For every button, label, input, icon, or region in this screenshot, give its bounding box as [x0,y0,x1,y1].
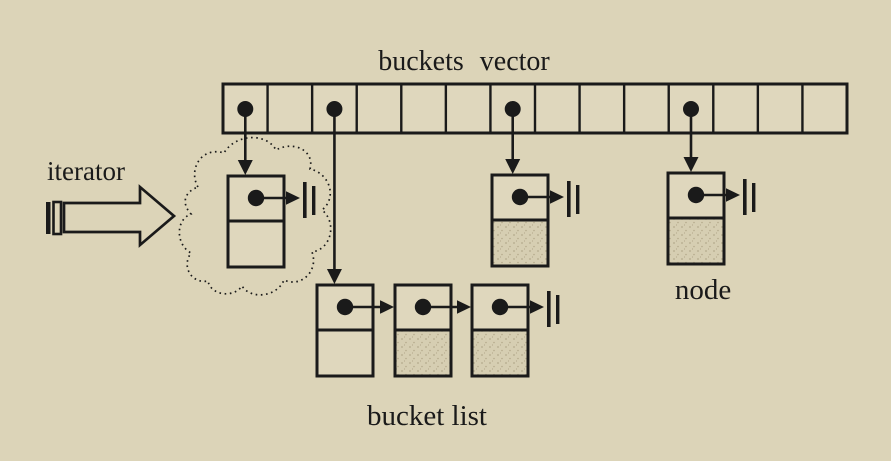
node-pointer-dot [247,189,265,207]
arrowhead-right-icon [726,188,740,202]
node-data-cell [315,328,375,378]
iterator-tail-bar-2 [52,200,63,236]
null-marker-bar [567,181,571,217]
iterator-cloud-outline [178,136,332,296]
iterator-label: iterator [47,156,125,186]
buckets-vector [221,82,849,135]
node-data-cell [490,218,550,268]
null-marker-bar [556,295,560,324]
null-marker-bar [547,291,551,327]
arrowhead-down-icon [505,159,521,174]
arrowhead-right-icon [286,191,300,205]
node-data-cell [470,328,530,378]
chain-bucket-7 [490,109,580,268]
node-pointer-dot [687,186,705,204]
chain-bucket-1 [226,109,316,269]
node-data-cell [393,328,453,378]
null-marker-bar [312,186,316,215]
node-pointer-dot [491,298,509,316]
arrowhead-down-icon [237,160,253,175]
null-marker-bar [303,182,307,218]
buckets-vector-label: buckets vector [378,46,550,77]
chain-bucket-3 [315,109,560,378]
arrowhead-right-icon [380,300,394,314]
iterator-arrow [62,184,177,248]
node-data-cell [666,216,726,266]
node-pointer-dot [511,188,529,206]
iterator-tail-bar-1 [46,202,51,234]
null-marker-bar [752,183,756,212]
arrowhead-right-icon [457,300,471,314]
arrowhead-down-icon [326,269,342,284]
bucket-list-label: bucket list [367,400,487,432]
iterator-symbol [46,184,177,248]
node-label: node [675,274,731,306]
arrowhead-right-icon [550,190,564,204]
chain-bucket-11 [666,109,756,266]
node-pointer-dot [336,298,354,316]
arrowhead-right-icon [530,300,544,314]
null-marker-bar [743,179,747,215]
arrowhead-down-icon [683,157,699,172]
node-pointer-dot [414,298,432,316]
null-marker-bar [576,185,580,214]
bucket-chains [226,109,756,378]
node-data-cell [226,219,286,269]
